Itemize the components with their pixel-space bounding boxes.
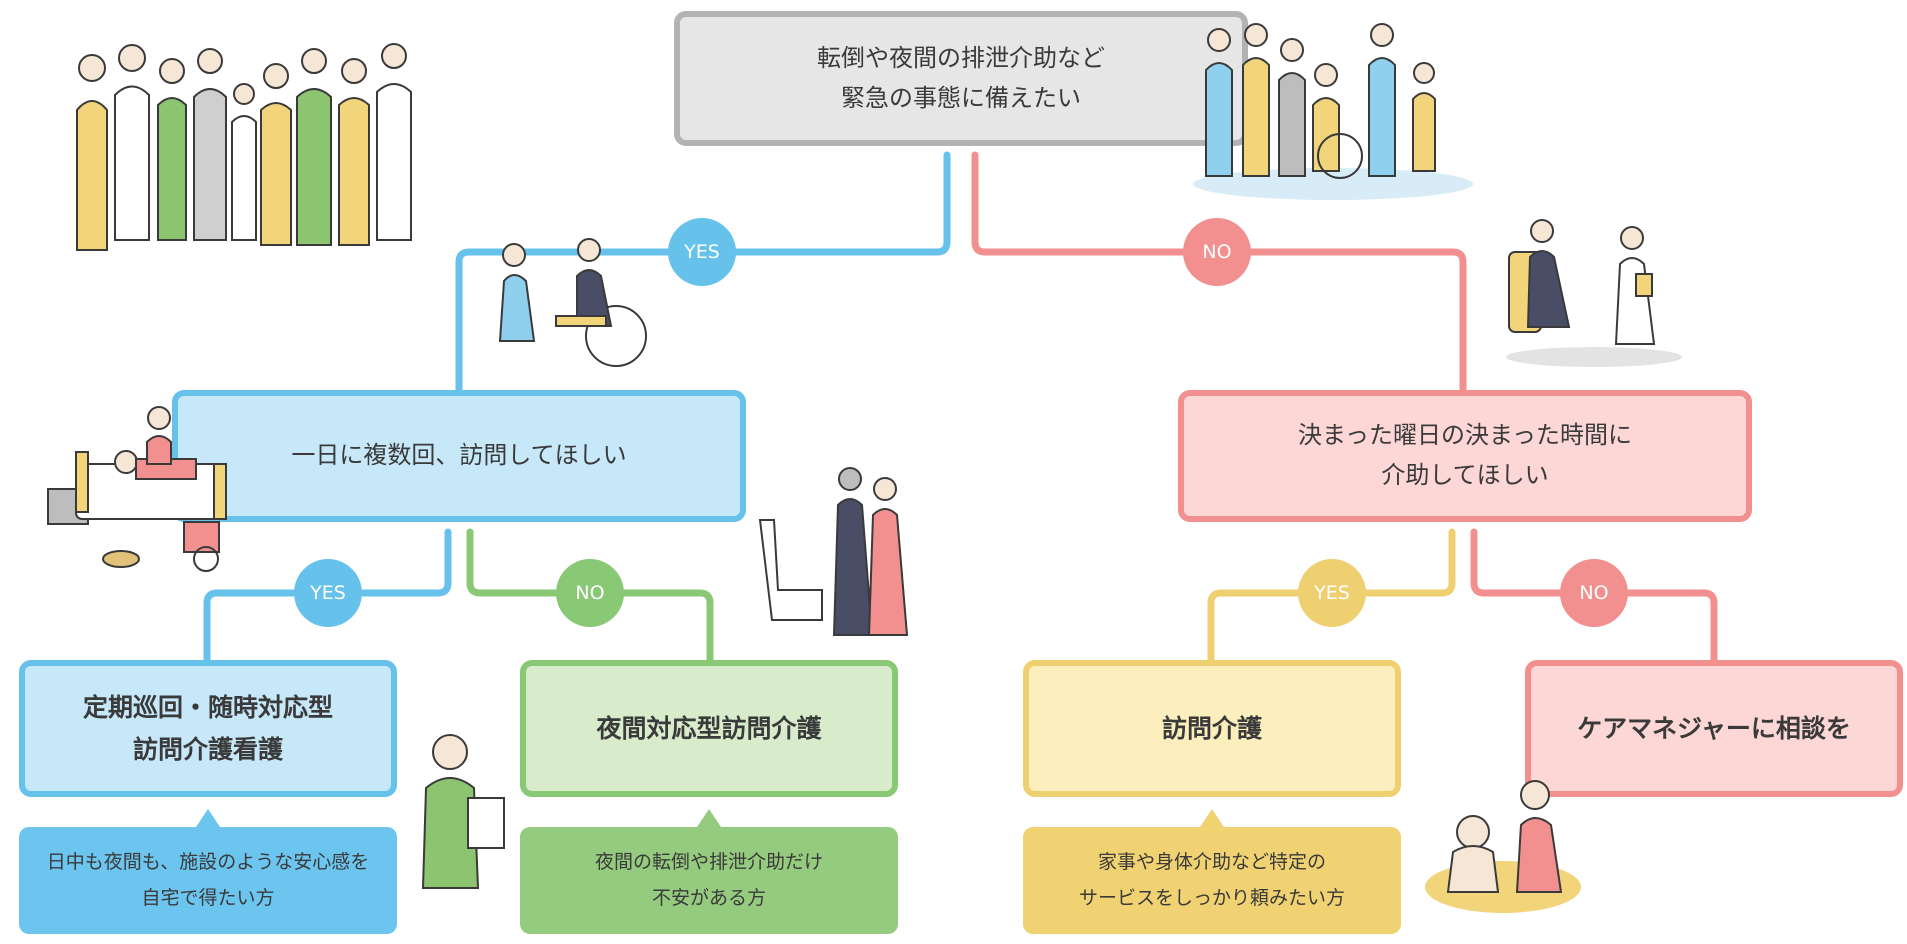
family-with-wheelchair-group-illustration (1193, 23, 1473, 200)
left-question-text: 一日に複数回、訪問してほしい (291, 441, 627, 470)
note-night-text: 夜間の転倒や排泄介助だけ 不安がある方 (594, 851, 823, 909)
answer-home-care-text: 訪問介護 (1161, 713, 1262, 743)
note-home-care: 家事や身体介助など特定の サービスをしっかり頼みたい方 (1023, 809, 1401, 934)
note-home-care-text: 家事や身体介助など特定の サービスをしっかり頼みたい方 (1078, 851, 1345, 909)
note-periodic-text: 日中も夜間も、施設のような安心感を 自宅で得たい方 (46, 851, 370, 909)
no-badge-left: NO (556, 559, 624, 627)
yes-badge-left: YES (294, 559, 362, 627)
answer-night-text: 夜間対応型訪問介護 (596, 713, 822, 743)
note-periodic: 日中も夜間も、施設のような安心感を 自宅で得たい方 (19, 809, 397, 934)
answer-night-box: 夜間対応型訪問介護 (520, 660, 898, 797)
caregiver-with-clipboard-illustration (421, 734, 505, 889)
caregiver-bathing-elderly-illustration (1425, 780, 1581, 913)
right-question-box: 決まった曜日の決まった時間に 介助してほしい (1178, 390, 1752, 522)
yes-badge-root: YES (668, 218, 736, 286)
no-badge-right: NO (1560, 559, 1628, 627)
caregiver-kneeling-with-elderly-illustration (1506, 219, 1682, 367)
caregiver-supporting-toilet-transfer-illustration (758, 467, 909, 636)
answer-care-manager-box: ケアマネジャーに相談を (1525, 660, 1903, 797)
answer-periodic-text: 定期巡回・随時対応型 訪問介護看護 (82, 693, 333, 764)
answer-periodic-box: 定期巡回・随時対応型 訪問介護看護 (19, 660, 397, 797)
family-and-caregivers-group-illustration (76, 43, 412, 251)
right-question-text: 決まった曜日の決まった時間に 介助してほしい (1297, 421, 1633, 489)
answer-care-manager-text: ケアマネジャーに相談を (1577, 713, 1851, 743)
root-question-text: 転倒や夜間の排泄介助など 緊急の事態に備えたい (817, 43, 1105, 112)
answer-home-care-box: 訪問介護 (1023, 660, 1401, 797)
caregiver-at-bedside-illustration (47, 406, 227, 572)
yes-badge-right: YES (1298, 559, 1366, 627)
left-question-box: 一日に複数回、訪問してほしい (172, 390, 746, 522)
root-question-box: 転倒や夜間の排泄介助など 緊急の事態に備えたい (674, 11, 1248, 146)
note-night: 夜間の転倒や排泄介助だけ 不安がある方 (520, 809, 898, 934)
caregiver-with-wheelchair-user-illustration (498, 238, 647, 367)
no-badge-root: NO (1183, 218, 1251, 286)
